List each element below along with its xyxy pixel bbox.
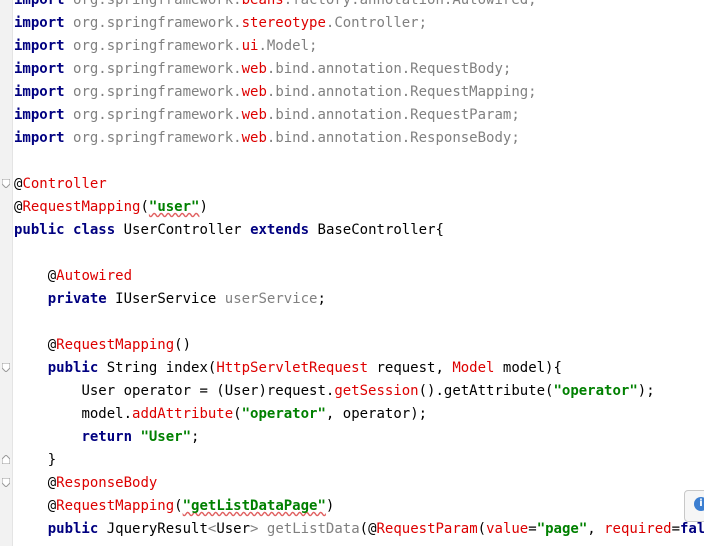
info-bulb-icon[interactable]: i (684, 490, 704, 522)
method-signature-line: public JqueryResult<User> getListData(@R… (47, 521, 704, 537)
import-line: import org.springframework.beans.factory… (14, 0, 537, 8)
method-annotation-line: @RequestMapping() (47, 337, 192, 353)
editor-gutter (0, 0, 12, 546)
field-declaration-line: private IUserService userService; (47, 291, 326, 307)
import-line: import org.springframework.web.bind.anno… (14, 107, 520, 123)
method-body-line: return "User"; (81, 429, 200, 445)
method-close-line: } (47, 452, 57, 468)
fold-marker-icon[interactable] (2, 478, 10, 487)
code-editor[interactable]: import org.springframework.beans.factory… (14, 0, 704, 541)
method-signature-line: public String index(HttpServletRequest r… (47, 360, 562, 376)
blank-line (14, 242, 704, 265)
method-annotation-line: @ResponseBody (47, 475, 158, 491)
fold-marker-icon[interactable] (2, 363, 10, 372)
method-body-line: User operator = (User)request.getSession… (81, 383, 655, 399)
class-mapping-line: @RequestMapping("user") (14, 199, 208, 215)
field-annotation-line: @Autowired (47, 268, 133, 284)
fold-marker-icon[interactable] (2, 179, 10, 188)
class-declaration-line: public class UserController extends Base… (14, 222, 444, 238)
import-line: import org.springframework.web.bind.anno… (14, 61, 512, 77)
class-annotation-line: @Controller (14, 176, 107, 192)
blank-line (14, 311, 704, 334)
info-glyph: i (694, 497, 704, 511)
import-line: import org.springframework.web.bind.anno… (14, 130, 520, 146)
import-line: import org.springframework.web.bind.anno… (14, 84, 537, 100)
fold-marker-icon[interactable] (2, 455, 10, 464)
method-body-line: model.addAttribute("operator", operator)… (81, 406, 428, 422)
import-line: import org.springframework.ui.Model; (14, 38, 318, 54)
gutter-divider (12, 0, 13, 546)
method-mapping-line: @RequestMapping("getListDataPage") (47, 498, 335, 514)
import-line: import org.springframework.stereotype.Co… (14, 15, 428, 31)
blank-line (14, 150, 704, 173)
